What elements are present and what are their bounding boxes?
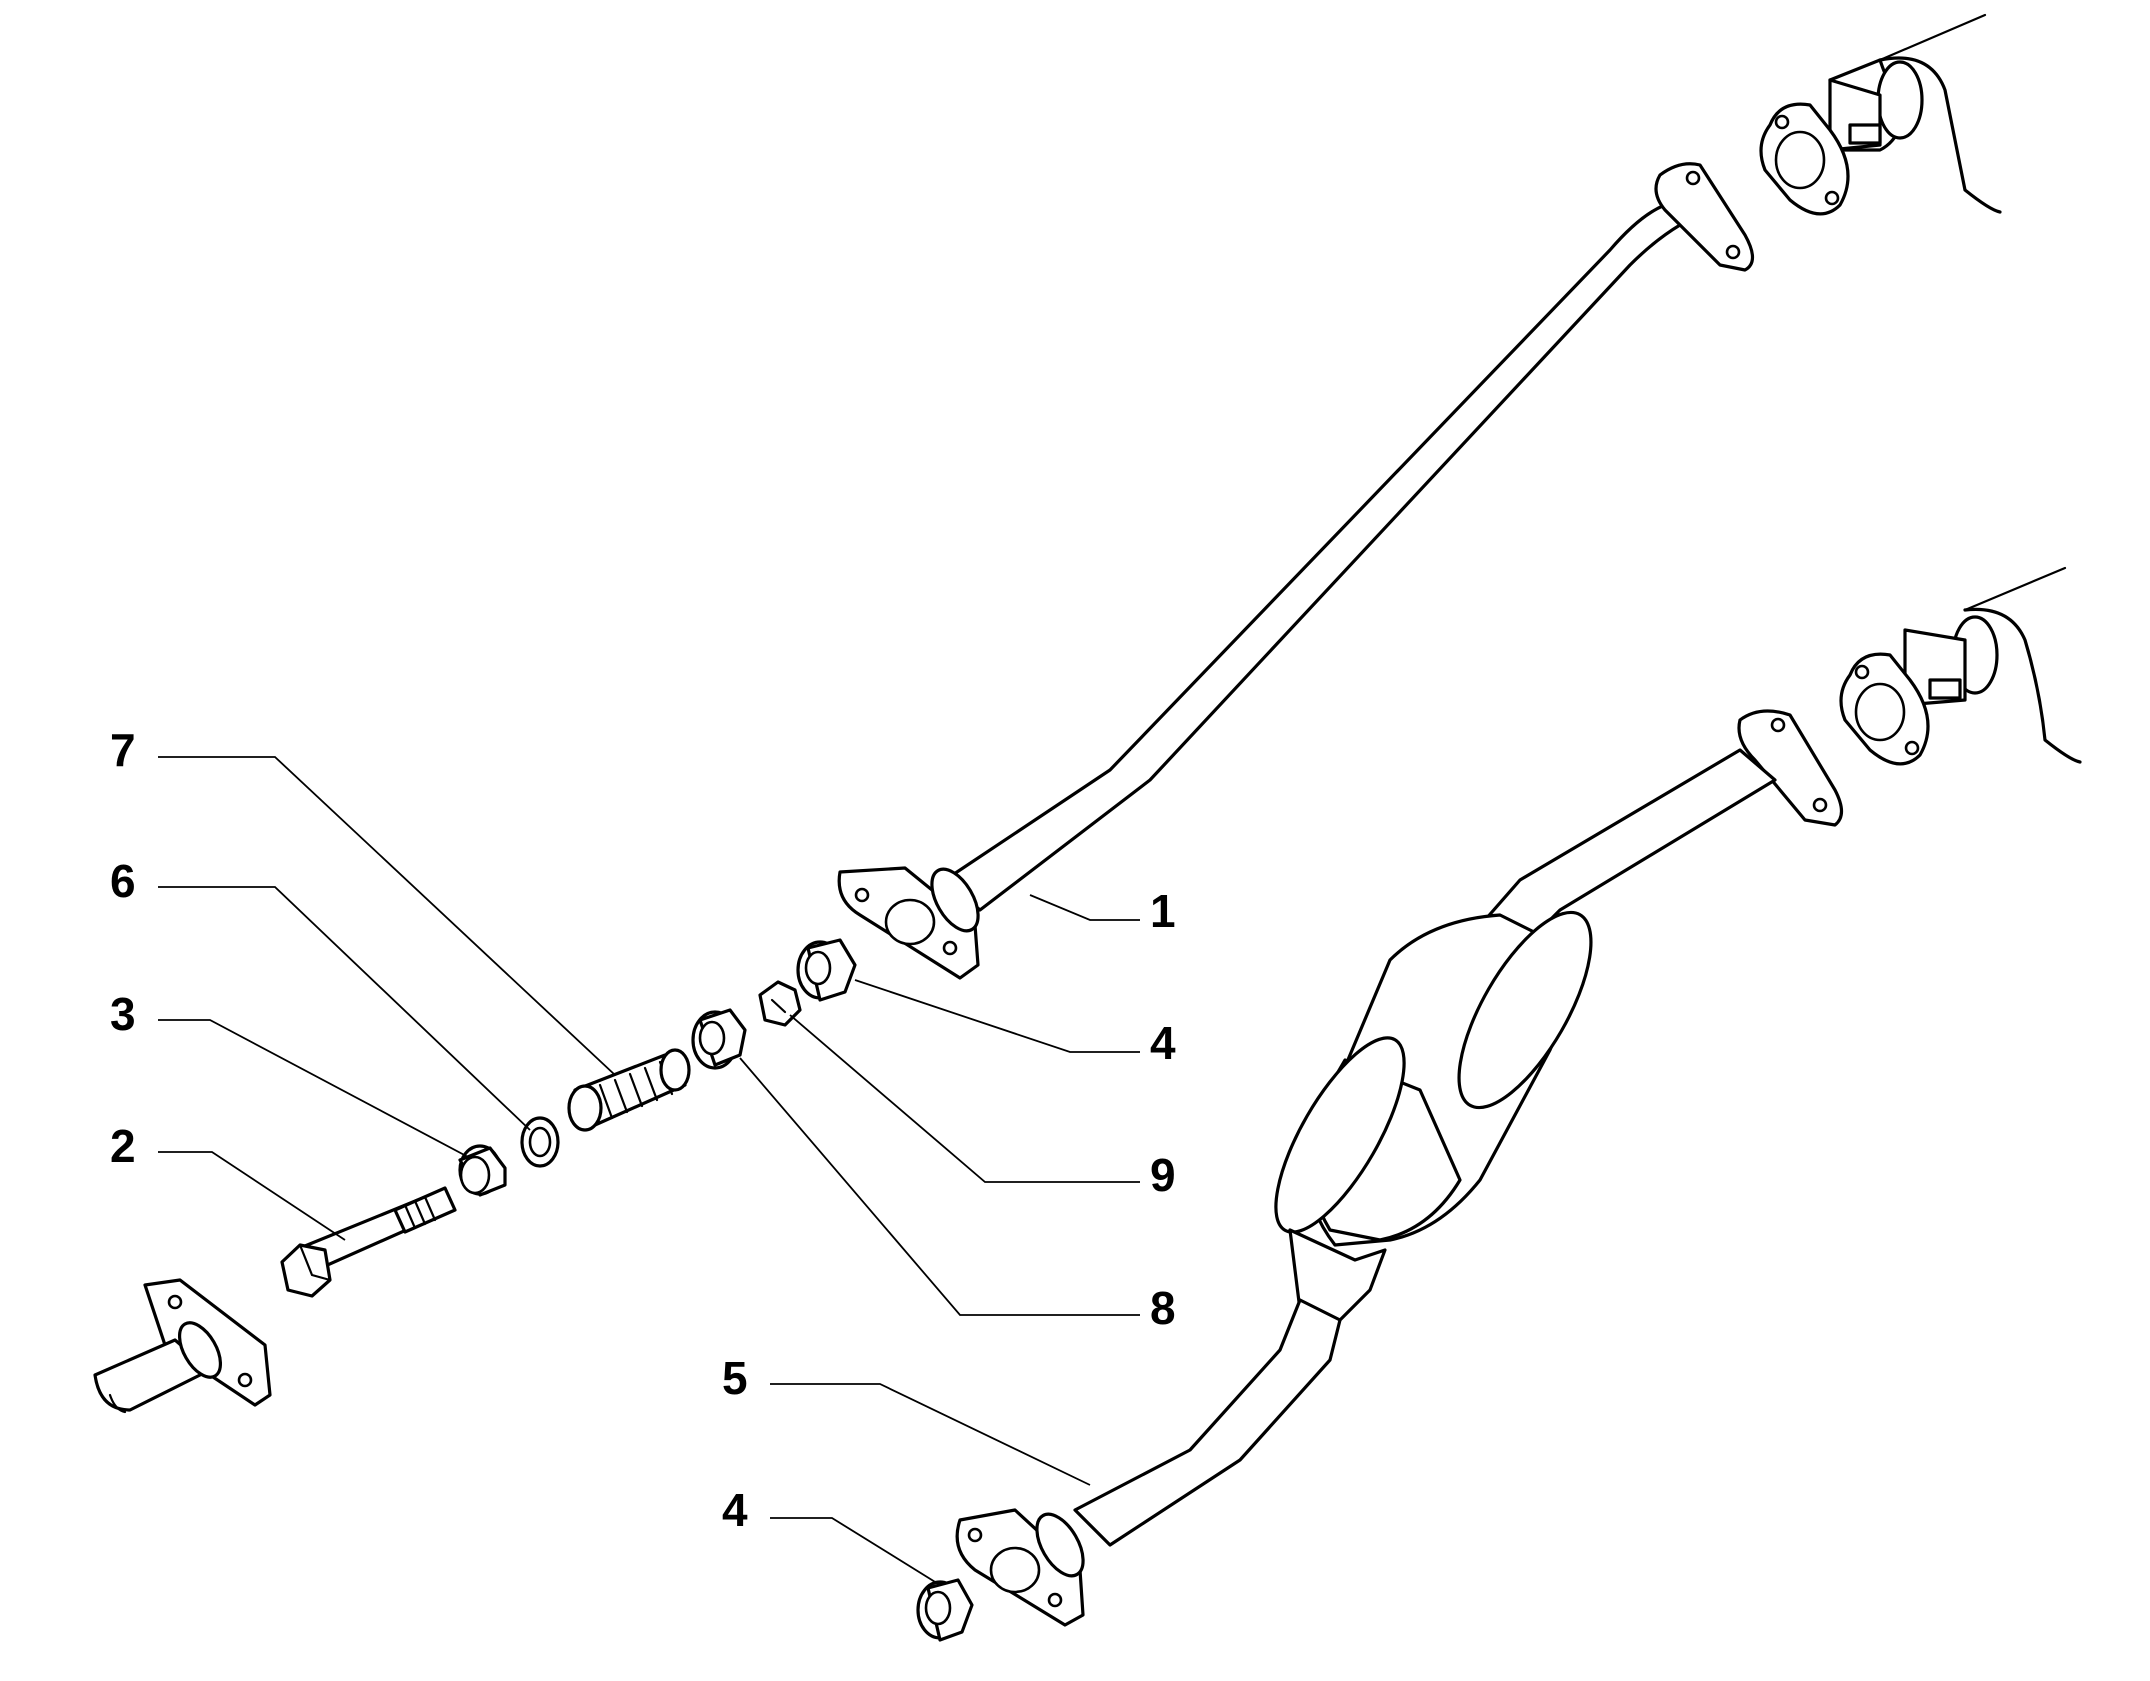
callout-7: 7: [110, 724, 136, 776]
callout-8: 8: [1150, 1282, 1176, 1334]
callout-2: 2: [110, 1120, 136, 1172]
catalytic-converter-5: [955, 709, 1844, 1627]
leader-5: [770, 1383, 1091, 1486]
leader-9: [789, 1014, 1140, 1183]
sleeve-3: [458, 1144, 507, 1197]
bushing-8: [691, 1008, 747, 1070]
leader-3: [158, 1019, 471, 1159]
callout-4-lower: 4: [722, 1484, 748, 1536]
leader-1: [1029, 894, 1140, 921]
bolt-2: [280, 1186, 457, 1298]
bushing-4-upper: [796, 938, 857, 1002]
lower-muffler: [1903, 566, 2082, 764]
leader-7: [158, 756, 616, 1076]
upper-muffler: [1828, 13, 2002, 214]
callout-5: 5: [722, 1352, 748, 1404]
washer-6: [520, 1116, 560, 1168]
leader-8: [739, 1057, 1140, 1316]
upper-muffler-flange: [1759, 102, 1850, 216]
leader-6: [158, 886, 531, 1131]
bushing-4-lower: [916, 1578, 974, 1642]
leader-4-lower: [770, 1517, 941, 1586]
manifold-stub: [93, 1278, 272, 1414]
nut-9: [758, 980, 802, 1027]
leader-lines: [158, 756, 1140, 1586]
lower-muffler-flange: [1839, 652, 1930, 766]
spring-7: [567, 1048, 691, 1132]
callout-6: 6: [110, 855, 136, 907]
leader-4-upper: [854, 979, 1140, 1053]
callout-1: 1: [1150, 885, 1176, 937]
callout-4-upper: 4: [1150, 1017, 1176, 1069]
leader-2: [158, 1151, 346, 1241]
callout-9: 9: [1150, 1149, 1176, 1201]
front-pipe-1: [837, 162, 1755, 980]
callout-3: 3: [110, 988, 136, 1040]
